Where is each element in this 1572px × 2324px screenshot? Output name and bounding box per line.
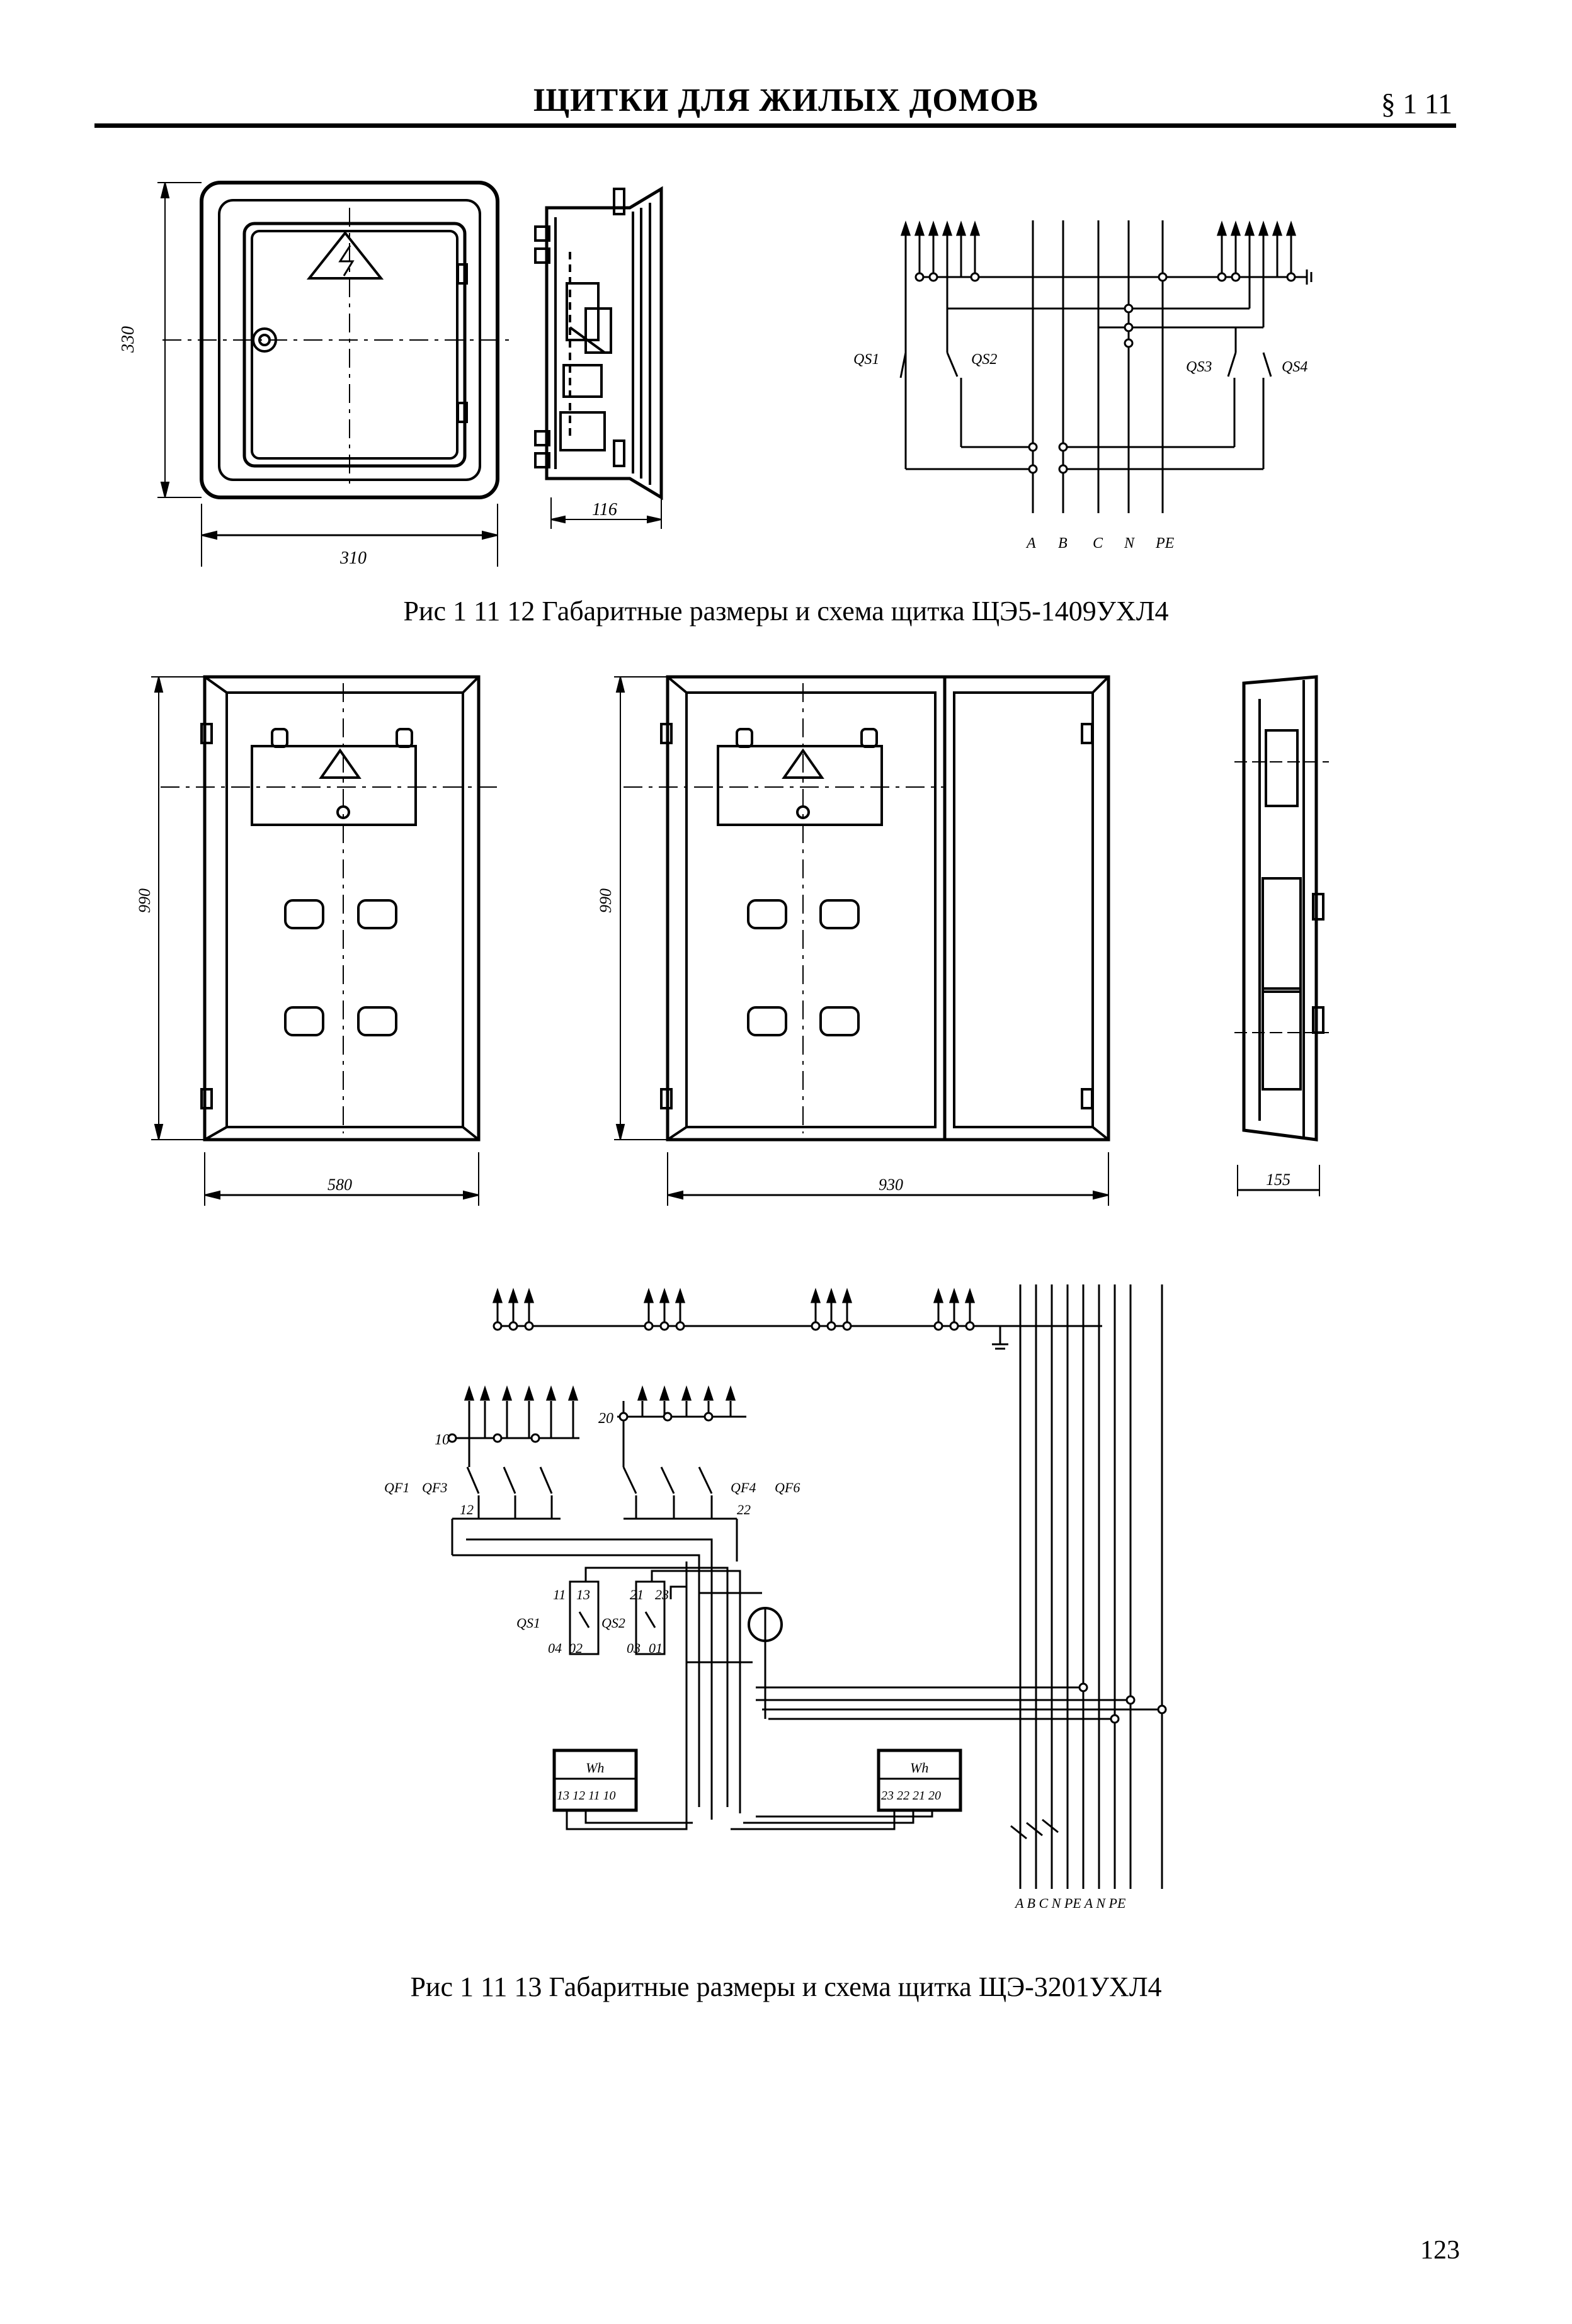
page-number: 123 (1420, 2236, 1460, 2265)
fig13-dim-height-left: 990 (135, 888, 154, 913)
fig12-front-view (162, 181, 510, 499)
fig13-dim-height-mid: 990 (596, 888, 615, 913)
fig13-term-20: 20 (598, 1410, 613, 1427)
fig13-term-11: 11 (553, 1587, 566, 1602)
fig13-dimensions (151, 676, 1320, 1206)
fig12-dim-height: 330 (118, 326, 138, 353)
running-header-title: ЩИТКИ ДЛЯ ЖИЛЫХ ДОМОВ (533, 82, 1039, 118)
fig13-schematic (447, 1284, 1167, 1889)
fig13-term-02: 02 (569, 1640, 583, 1656)
fig13-term-12: 12 (460, 1502, 474, 1517)
fig13-dim-width-mid: 930 (879, 1176, 903, 1194)
fig13-qf1: QF1 (384, 1480, 409, 1495)
fig13-term-04: 04 (548, 1640, 562, 1656)
fig13-qs2: QS2 (601, 1615, 625, 1631)
fig13-term-01: 01 (649, 1640, 663, 1656)
running-header-section: § 1 11 (1381, 88, 1452, 120)
fig12-schematic (899, 220, 1313, 513)
fig13-dim-width-left: 580 (328, 1176, 352, 1194)
fig13-meter-2-terms: 23 22 21 20 (881, 1789, 941, 1803)
fig12-qs3: QS3 (1186, 359, 1212, 375)
fig13-qf3: QF3 (422, 1480, 447, 1495)
fig13-labels: 990 580 990 930 155 10 20 12 22 QF1 QF3 … (135, 888, 1290, 1911)
fig13-meter-2 (877, 1749, 962, 1812)
fig12-qs2: QS2 (971, 351, 997, 368)
fig12-phase-pe: PE (1155, 535, 1175, 552)
fig13-meter-2-label: Wh (910, 1760, 928, 1776)
fig12-phase-n: N (1124, 535, 1136, 552)
fig12-side-view (534, 186, 663, 501)
fig13-cabinet-double (624, 675, 1110, 1142)
fig12-dimensions (157, 182, 662, 567)
fig12-phase-b: B (1058, 535, 1068, 552)
header-rule (94, 123, 1456, 128)
figure-13-caption: Рис 1 11 13 Габаритные размеры и схема щ… (410, 1971, 1162, 2002)
fig13-qf6: QF6 (775, 1480, 800, 1495)
fig13-qf4: QF4 (731, 1480, 756, 1495)
fig13-term-10: 10 (435, 1432, 450, 1448)
fig12-dim-depth: 116 (592, 500, 617, 519)
fig12-phase-c: C (1093, 535, 1103, 552)
fig13-meter-1-label: Wh (586, 1760, 604, 1776)
fig12-qs4: QS4 (1282, 359, 1307, 375)
fig13-cabinet-single (161, 675, 498, 1142)
fig13-phase-labels: A B C N PE A N PE (1014, 1895, 1126, 1911)
fig13-meter-1 (552, 1749, 638, 1812)
fig13-meter-1-terms: 13 12 11 10 (557, 1789, 616, 1803)
fig12-dim-width: 310 (339, 548, 367, 568)
fig13-term-22: 22 (737, 1502, 751, 1517)
fig13-term-21: 21 (630, 1587, 644, 1602)
fig12-labels: 330 310 116 QS1 QS2 QS3 QS4 A B C N PE (118, 326, 1307, 568)
fig12-hazard-sign (306, 230, 384, 280)
fig12-phase-a: A (1025, 535, 1036, 552)
fig13-dim-depth: 155 (1266, 1171, 1290, 1189)
fig13-qs1: QS1 (516, 1615, 540, 1631)
fig13-term-03: 03 (627, 1640, 641, 1656)
figure-12-caption: Рис 1 11 12 Габаритные размеры и схема щ… (403, 596, 1169, 626)
fig13-side-view (1234, 675, 1329, 1142)
fig12-qs1: QS1 (853, 351, 879, 368)
fig13-term-13: 13 (576, 1587, 590, 1602)
fig13-term-23: 23 (655, 1587, 669, 1602)
